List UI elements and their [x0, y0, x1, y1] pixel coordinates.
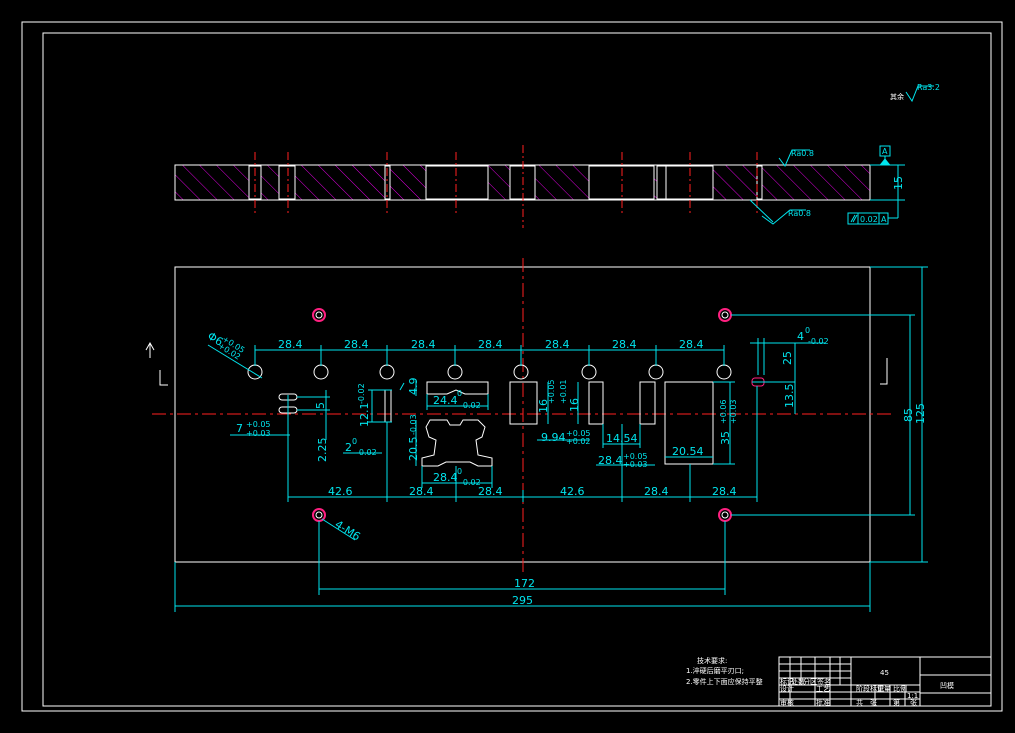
- surface-finish-bottom: Ra0.8: [788, 209, 811, 218]
- dim-bottom-426b: 42.6: [560, 485, 585, 498]
- dim-rect-h: 16: [537, 399, 550, 413]
- dim-height-125: 125: [914, 403, 927, 424]
- tb-r-l: 批准: [816, 698, 830, 707]
- inner-border: [42, 32, 992, 707]
- dim-punch-w-tol: -0.02: [460, 401, 481, 410]
- surface-finish-corner-label: Ra3.2: [917, 83, 940, 92]
- dim-right-4-tol: -0.02: [808, 337, 829, 346]
- dim-pitch-2: 28.4: [344, 338, 369, 351]
- tb-r-b: 处数: [791, 677, 805, 686]
- dim-bottom-426a: 42.6: [328, 485, 353, 498]
- dim-span-172: 172: [514, 577, 535, 590]
- dim-pitch-6: 28.4: [612, 338, 637, 351]
- tb-r-a: 标记: [780, 677, 794, 686]
- dim-bottom-284a: 28.4: [409, 485, 434, 498]
- dim-angle-2-tol: -0.02: [356, 448, 377, 457]
- dim-punch-bottom: 28.4: [433, 471, 458, 484]
- tb-r-f: 审核: [780, 698, 794, 707]
- dim-thickness: 15: [892, 176, 905, 190]
- tb-r-n: 张: [870, 698, 877, 707]
- dim-angle-2: 2: [345, 441, 352, 454]
- dim-big-h-tol-bot: +0.03: [729, 399, 738, 424]
- dim-pitch-1: 28.4: [278, 338, 303, 351]
- tb-r-o: 第: [893, 698, 900, 707]
- dim-slot-w-tol-top: +0.05: [246, 420, 271, 429]
- outer-border: [21, 21, 1003, 712]
- dim-slot-gap: 2.25: [316, 438, 329, 463]
- dim-rect-h-tol-bot: +0.01: [559, 379, 568, 404]
- datum-label: A: [882, 147, 888, 156]
- dim-punch-h: 20.5: [407, 437, 420, 462]
- dim-gap-284: 28.4: [598, 454, 623, 467]
- svg-text:0: 0: [457, 467, 462, 476]
- dim-big-h: 35: [719, 431, 732, 445]
- parallel-tolerance-ref: A: [881, 215, 887, 224]
- dim-punch-h-tol: -0.03: [409, 414, 418, 435]
- dim-gap-284-tol-bot: +0.03: [623, 460, 648, 469]
- dim-rect-w-tol-top: +0.05: [566, 429, 591, 438]
- tb-r-e: 设计: [780, 684, 794, 693]
- tb-r-c: 分区: [803, 677, 817, 686]
- dim-right-25: 25: [781, 351, 794, 365]
- dim-small-w: 12.1: [358, 403, 371, 428]
- svg-text:其余: 其余: [890, 92, 904, 101]
- notes-line1: 1.淬硬后磨平刃口;: [686, 666, 744, 675]
- dim-bottom-284d: 28.4: [712, 485, 737, 498]
- dim-right-135: 13.5: [783, 384, 796, 409]
- tb-r-p: 张: [910, 698, 917, 707]
- dim-span-295: 295: [512, 594, 533, 607]
- dim-rect-w: 9.94: [541, 431, 566, 444]
- dim-slot-h: 5: [314, 402, 327, 409]
- dim-pitch-3: 28.4: [411, 338, 436, 351]
- dim-pitch-7: 28.4: [679, 338, 704, 351]
- title-block: [778, 656, 992, 707]
- dim-rect-h2: 16: [568, 398, 581, 412]
- dim-pitch-4: 28.4: [478, 338, 503, 351]
- surface-finish-top: Ra0.8: [791, 149, 814, 158]
- tb-r-j: 1:1: [907, 692, 918, 700]
- svg-text:0: 0: [805, 326, 810, 335]
- dim-punch-w: 24.4: [433, 394, 458, 407]
- dim-punch-bottom-tol: -0.02: [460, 478, 481, 487]
- surface-finish-corner: 其余 Ra3.2: [890, 83, 940, 103]
- notes-title: 技术要求:: [697, 656, 727, 665]
- dim-small-w-tol: -0.02: [357, 383, 366, 404]
- svg-text:0: 0: [457, 389, 462, 398]
- title-block-text: 45 凹模 标记 处数 分区 签名 设计 审核 阶段标记 重量 比例 1:1 工…: [780, 669, 954, 707]
- dim-pin-holes: 4-M6: [332, 518, 362, 544]
- dim-pitch-5: 28.4: [545, 338, 570, 351]
- dim-depth-49: 4.9: [407, 378, 420, 396]
- section-view: 15 A 0.02 A Ra0.8 Ra0.8: [174, 145, 905, 228]
- dim-big-w: 20.54: [672, 445, 704, 458]
- dim-height-85: 85: [902, 408, 915, 422]
- tb-r-g: 阶段标记: [856, 684, 884, 693]
- tb-material: 45: [880, 669, 889, 677]
- tb-part-name: 凹模: [940, 681, 954, 690]
- dim-rect-h-tol-top: +0.05: [547, 379, 556, 404]
- tb-r-d: 签名: [817, 677, 831, 686]
- parallel-tolerance-value: 0.02: [860, 215, 878, 224]
- tb-r-m: 共: [856, 698, 863, 707]
- technical-notes: 技术要求: 1.淬硬后磨平刃口; 2.零件上下面应保持平整: [686, 656, 763, 686]
- notes-line2: 2.零件上下面应保持平整: [686, 677, 763, 686]
- tb-r-i: 比例: [893, 684, 907, 693]
- dim-bottom-284c: 28.4: [644, 485, 669, 498]
- tb-r-k: 工艺: [816, 685, 830, 693]
- svg-text:0: 0: [352, 437, 357, 446]
- dim-slot-w-tol-bot: +0.03: [246, 429, 271, 438]
- dim-rect-w-tol-bot: +0.02: [566, 437, 591, 446]
- dim-gap-284-tol-top: +0.05: [623, 452, 648, 461]
- dim-right-4: 4: [797, 330, 804, 343]
- tb-r-h: 重量: [877, 685, 891, 693]
- dim-bottom-284b: 28.4: [478, 485, 503, 498]
- dim-slot-w: 7: [236, 422, 243, 435]
- plan-view: 28.4 28.4 28.4 28.4 28.4 28.4 28.4 Φ6 +0…: [145, 258, 928, 612]
- pilot-hole-row: [247, 364, 732, 380]
- dim-big-h-tol-top: +0.06: [719, 399, 728, 424]
